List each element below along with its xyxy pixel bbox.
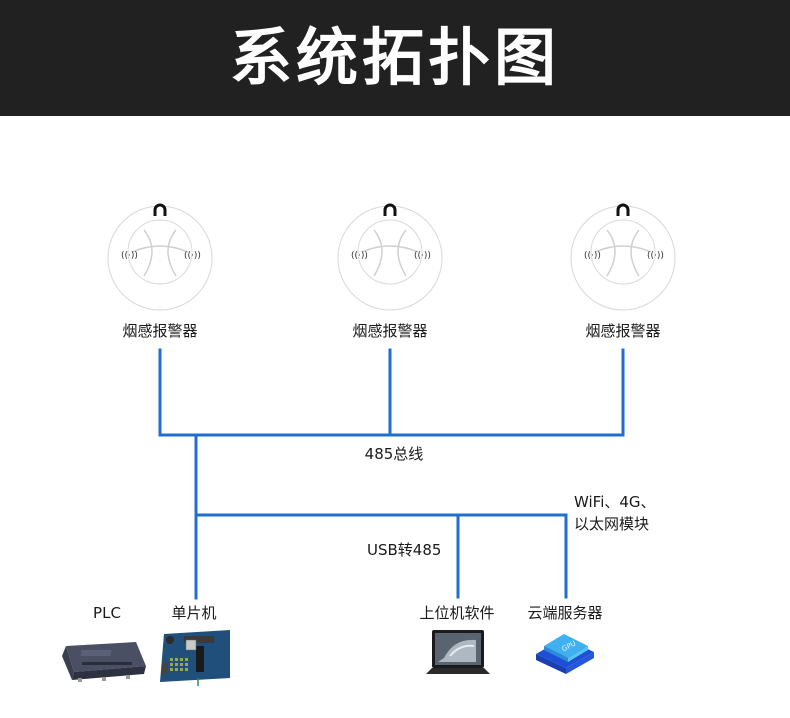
bus-label: 485总线: [364, 445, 424, 463]
detector-2-label: 烟感报警器: [352, 322, 428, 340]
plc-icon: [62, 642, 146, 682]
wireless-label-line1: WiFi、4G、: [574, 493, 656, 511]
cloud-server-label: 云端服务器: [527, 604, 603, 622]
detector-1-label: 烟感报警器: [122, 322, 198, 340]
plc-label: PLC: [93, 604, 121, 622]
svg-text:((·)): ((·)): [184, 251, 201, 261]
page-title: 系统拓扑图: [229, 21, 560, 94]
laptop-icon: [426, 630, 490, 674]
usb-label: USB转485: [367, 541, 442, 559]
plc-device: [58, 636, 148, 688]
header-banner: 系统拓扑图: [0, 0, 790, 116]
gpu-cloud-icon: GPU: [536, 634, 594, 674]
svg-text:((·)): ((·)): [121, 251, 138, 261]
wireless-label-line2: 以太网模块: [574, 515, 650, 533]
pc-software-label: 上位机软件: [419, 604, 495, 622]
smoke-detector-icon: ((·)) ((·)): [337, 203, 443, 311]
detector-3-label: 烟感报警器: [585, 322, 661, 340]
smoke-detector-icon: ((·)) ((·)): [570, 203, 676, 311]
svg-text:((·)): ((·)): [647, 251, 664, 261]
laptop-device: [424, 628, 492, 682]
mcu-label: 单片机: [171, 604, 217, 622]
smoke-detector-icon: ((·)) ((·)): [107, 203, 213, 311]
mcu-board-icon: [160, 630, 230, 686]
mcu-board-device: [156, 626, 234, 692]
smoke-detector-1: ((·)) ((·)): [104, 200, 216, 312]
svg-text:((·)): ((·)): [584, 251, 601, 261]
svg-text:((·)): ((·)): [351, 251, 368, 261]
svg-text:((·)): ((·)): [414, 251, 431, 261]
smoke-detector-3: ((·)) ((·)): [567, 200, 679, 312]
smoke-detector-2: ((·)) ((·)): [334, 200, 446, 312]
cloud-server-device: GPU: [530, 628, 600, 680]
